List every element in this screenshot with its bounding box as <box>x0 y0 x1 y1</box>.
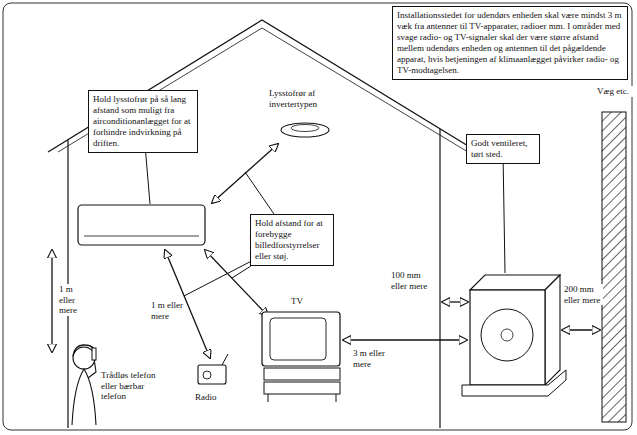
label-text: 3 m eller mere <box>353 348 387 369</box>
dimension-label: 200 mm eller mere <box>563 284 603 305</box>
wall-label: Væg etc. <box>596 86 634 97</box>
distance-arrow <box>343 339 467 340</box>
tv <box>262 312 340 366</box>
dimension-label: 3 m eller mere <box>352 348 388 369</box>
device-label: Trådløs telefon eller bærbar telefon <box>100 370 160 402</box>
distance-arrow <box>442 301 468 302</box>
box-text: Installationsstedet for udendørs enheden… <box>397 10 623 76</box>
outdoor-unit-fan <box>481 309 533 361</box>
wall-hatch <box>602 112 626 422</box>
callout-tail <box>245 172 274 214</box>
callout-tail <box>503 164 505 273</box>
lamp-inner <box>291 125 319 132</box>
callout-tail <box>146 153 150 204</box>
tv-stand-leg <box>268 394 269 402</box>
callout-box: Godt ventileret, tørt sted. <box>466 134 540 164</box>
house-wall <box>439 129 440 428</box>
label-text: 200 mm eller mere <box>564 284 602 305</box>
note-box: Installationsstedet for udendørs enheden… <box>392 6 628 80</box>
label-text: Væg etc. <box>597 86 633 97</box>
frame <box>3 3 632 430</box>
label-text: TV <box>291 296 311 307</box>
tv-stand <box>264 382 340 394</box>
distance-arrow <box>51 250 52 352</box>
box-text: Godt ventileret, tørt sted. <box>471 138 535 160</box>
indoor-unit-vent <box>84 236 199 237</box>
callout-tail <box>184 262 250 296</box>
callout-box: Hold afstand for at forebygge billedfors… <box>250 214 334 266</box>
lamp <box>281 123 329 137</box>
lamp-label: Lysstofrør af invertertypen <box>268 88 348 109</box>
person-arm <box>88 358 96 378</box>
label-text: Trådløs telefon eller bærbar telefon <box>101 370 159 402</box>
dimension-label: 1 m eller mere <box>58 284 90 316</box>
label-text: Lysstofrør af invertertypen <box>269 88 347 109</box>
label-text: 1 m eller mere <box>151 300 183 321</box>
distance-arrow <box>212 144 278 203</box>
label-text: 1 m eller mere <box>59 284 89 316</box>
phone <box>92 348 96 360</box>
label-text: Radio <box>195 392 235 403</box>
dimension-label: 100 mm eller mere <box>390 270 438 291</box>
dimension-label: 1 m eller mere <box>150 300 184 321</box>
radio <box>198 365 226 384</box>
indoor-unit <box>78 205 205 245</box>
device-label: Radio <box>194 392 236 403</box>
radio-antenna <box>222 354 228 365</box>
person-body <box>72 369 96 425</box>
box-text: Hold afstand for at forebygge billedfors… <box>255 218 329 262</box>
callout-box: Hold lysstofrør på så lang afstand som m… <box>88 90 198 153</box>
outdoor-unit-side <box>545 275 560 385</box>
outdoor-unit-base <box>462 370 566 396</box>
outdoor-unit-fan <box>501 329 513 341</box>
tv-stand <box>264 368 340 380</box>
tv-stand-leg <box>336 394 337 402</box>
person-head <box>73 347 95 369</box>
callout-tail <box>232 266 251 278</box>
outdoor-unit <box>470 290 545 385</box>
tv-screen <box>270 318 326 360</box>
distance-arrow <box>562 329 600 330</box>
box-text: Hold lysstofrør på så lang afstand som m… <box>93 94 193 149</box>
radio-speaker <box>203 371 211 379</box>
label-text: 100 mm eller mere <box>391 270 437 291</box>
device-label: TV <box>290 296 312 307</box>
